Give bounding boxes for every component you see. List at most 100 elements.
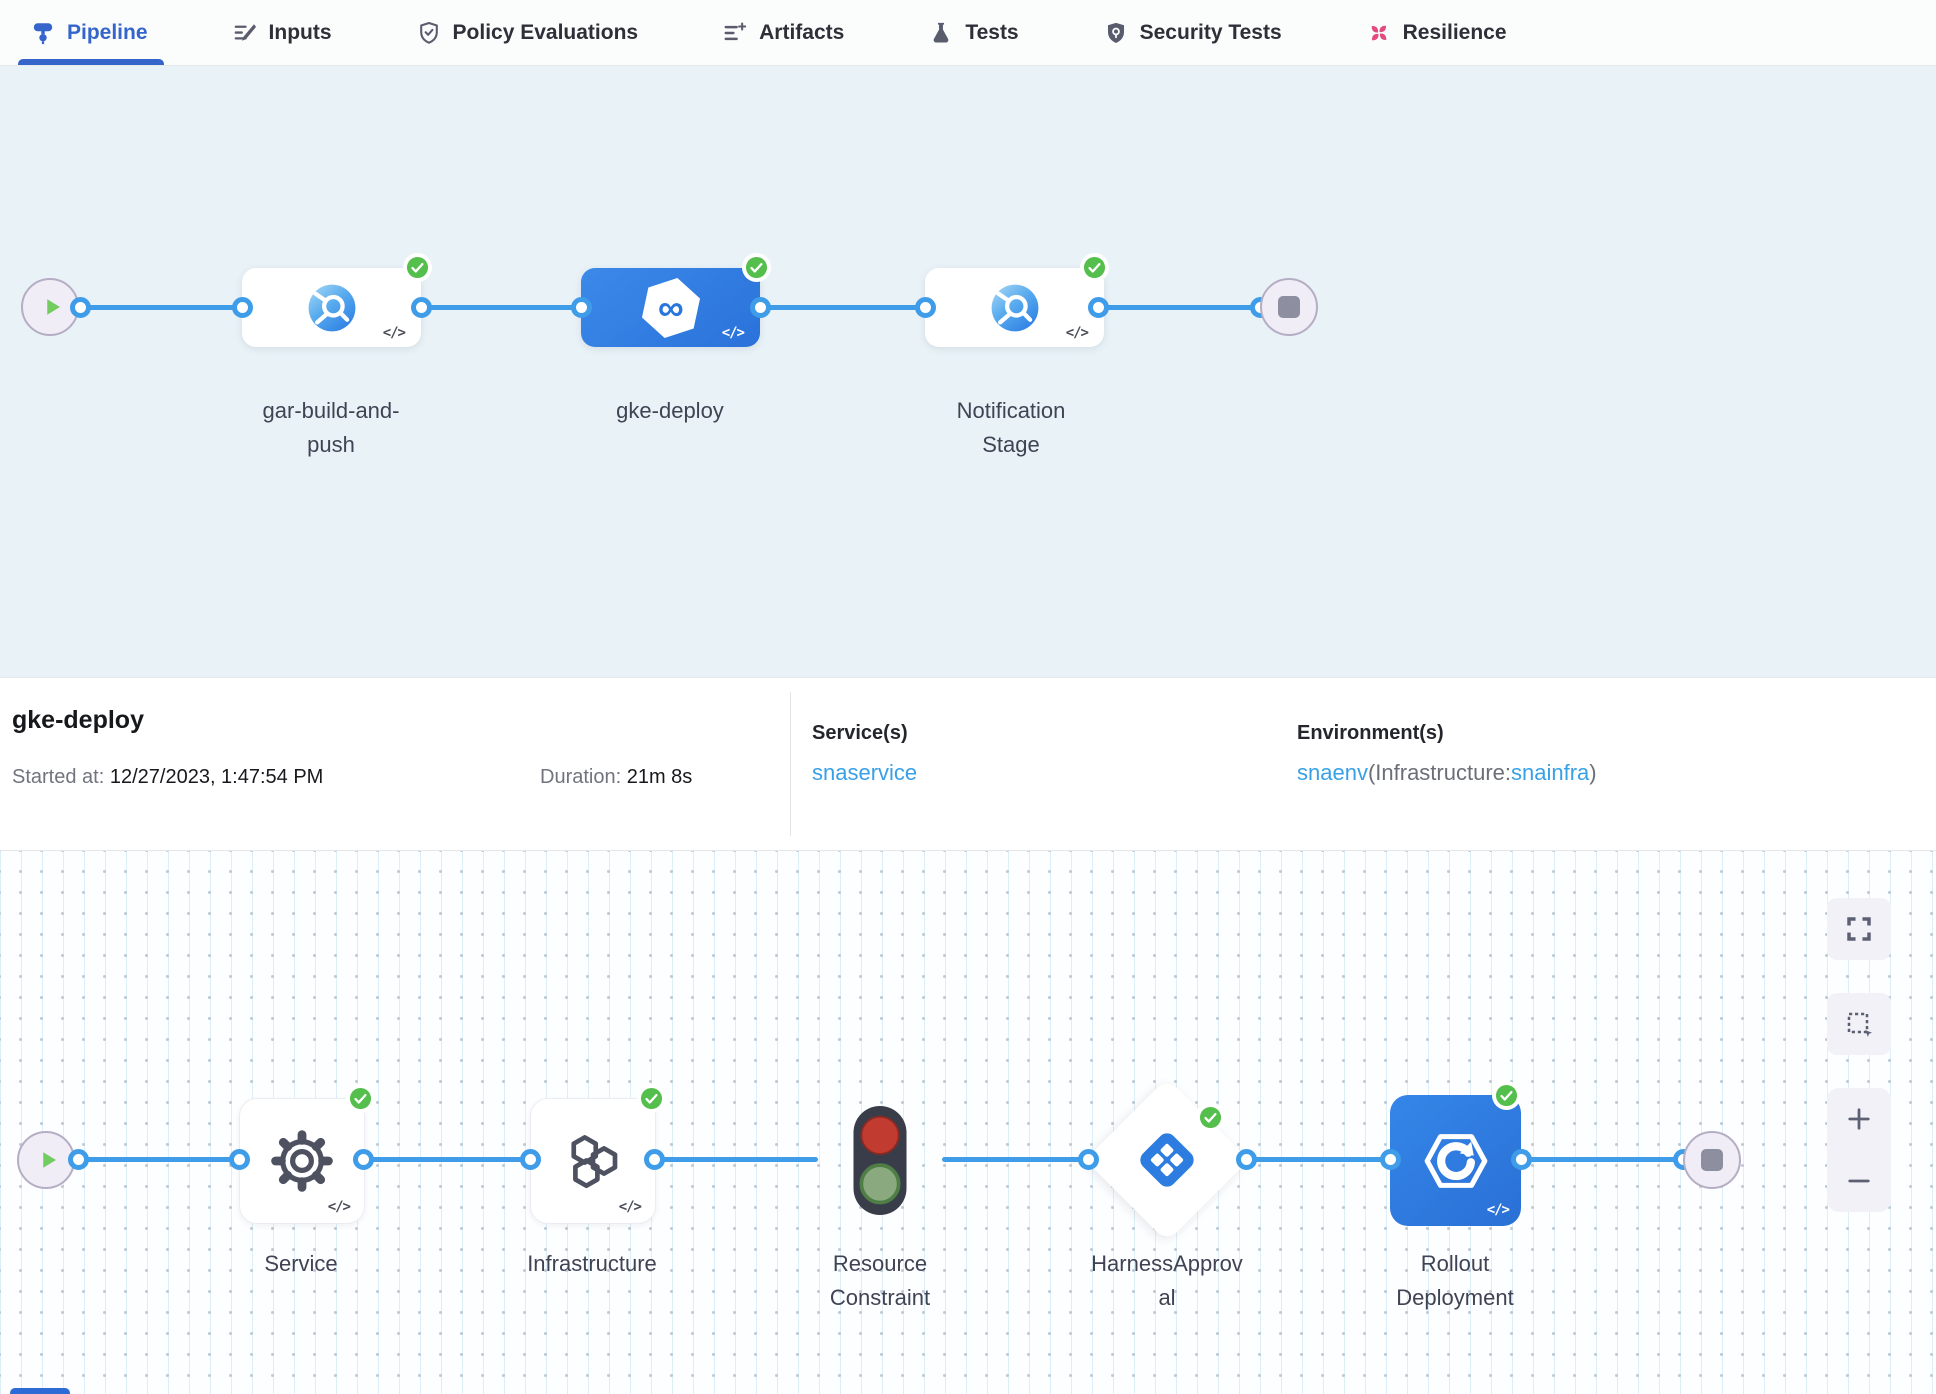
stop-icon: [1701, 1149, 1723, 1171]
play-icon: [33, 1145, 63, 1175]
duration-row: Duration: 21m 8s: [540, 766, 692, 789]
code-icon: </>: [1486, 1202, 1510, 1218]
duration-value: 21m 8s: [626, 766, 693, 788]
zoom-out-icon[interactable]: [1844, 1166, 1874, 1196]
stage-card-gar-build-and-push[interactable]: </>: [242, 268, 421, 347]
fullscreen-button[interactable]: [1827, 898, 1891, 960]
environment-link[interactable]: snaenv: [1297, 760, 1368, 785]
step-card-rollout-deployment[interactable]: </>: [1390, 1095, 1521, 1226]
connector-port: [1078, 1149, 1099, 1170]
step-label[interactable]: HarnessApproval: [1091, 1251, 1243, 1310]
tab-security-tests[interactable]: Security Tests: [1103, 0, 1282, 65]
traffic-light-icon[interactable]: [852, 1104, 908, 1217]
connector-port: [1380, 1149, 1401, 1170]
service-link[interactable]: snaservice: [812, 760, 918, 785]
inputs-pencil-icon: [232, 20, 258, 46]
connector-line: [654, 1157, 818, 1162]
success-check-icon: [346, 1084, 375, 1113]
code-icon: </>: [382, 325, 406, 341]
stop-icon: [1278, 296, 1300, 318]
security-shield-icon: [1103, 20, 1129, 46]
execution-graph-canvas[interactable]: </> </> </> Service Infrastructu: [0, 851, 1936, 1394]
start-node[interactable]: [17, 1131, 75, 1189]
connector-port: [229, 1149, 250, 1170]
connector-port: [571, 297, 592, 318]
hexagons-icon: [560, 1128, 626, 1194]
tab-inputs[interactable]: Inputs: [232, 0, 332, 65]
end-node[interactable]: [1260, 278, 1318, 336]
start-node[interactable]: [21, 278, 79, 336]
stage-label[interactable]: gar-build-and-push: [262, 398, 400, 457]
tab-pipeline[interactable]: Pipeline: [18, 0, 164, 65]
tab-bar: Pipeline Inputs Policy Evaluations Artif…: [0, 0, 1936, 66]
tab-label: Inputs: [268, 20, 332, 44]
marquee-select-icon: [1843, 1008, 1875, 1040]
tab-label: Artifacts: [759, 20, 845, 44]
tab-artifacts[interactable]: Artifacts: [722, 0, 844, 65]
gear-icon: [269, 1128, 335, 1194]
resilience-pinwheel-icon: [1366, 20, 1392, 46]
zoom-in-icon[interactable]: [1844, 1104, 1874, 1134]
fullscreen-icon: [1843, 913, 1875, 945]
code-icon: </>: [327, 1199, 351, 1215]
connector-line: [754, 305, 931, 310]
connector-line: [80, 305, 250, 310]
started-at-row: Started at: 12/27/2023, 1:47:54 PM: [12, 766, 323, 789]
success-check-icon: [1492, 1081, 1521, 1110]
stage-label[interactable]: gke-deploy: [616, 398, 724, 423]
connector-line: [363, 1157, 530, 1162]
tab-tests[interactable]: Tests: [928, 0, 1019, 65]
success-check-icon: [742, 253, 771, 282]
infrastructure-prefix: (Infrastructure:: [1367, 760, 1511, 785]
connector-port: [1088, 297, 1109, 318]
environments-header: Environment(s): [1297, 722, 1444, 744]
tab-label: Pipeline: [67, 20, 148, 44]
vertical-divider: [790, 692, 791, 836]
tab-policy-evaluations[interactable]: Policy Evaluations: [416, 0, 639, 65]
success-check-icon: [637, 1084, 666, 1113]
code-icon: </>: [721, 325, 745, 341]
infrastructure-link[interactable]: snainfra: [1511, 760, 1590, 785]
pipeline-icon: [30, 20, 56, 46]
deploy-hexagon-infinity-icon: ∞: [635, 270, 707, 345]
end-node[interactable]: [1683, 1131, 1741, 1189]
bottom-left-partial-button[interactable]: [10, 1388, 70, 1394]
step-label[interactable]: Resource Constraint: [829, 1251, 931, 1310]
connector-line: [78, 1157, 239, 1162]
connector-port: [915, 297, 936, 318]
step-card-infrastructure[interactable]: </>: [530, 1098, 656, 1224]
tab-label: Policy Evaluations: [452, 20, 639, 44]
step-label[interactable]: Rollout Deployment: [1396, 1251, 1514, 1310]
policy-shield-check-icon: [416, 20, 442, 46]
marquee-select-button[interactable]: [1827, 993, 1891, 1055]
tab-resilience[interactable]: Resilience: [1366, 0, 1507, 65]
approval-diamond-icon: [1132, 1125, 1202, 1195]
stage-card-notification-stage[interactable]: </>: [925, 268, 1104, 347]
services-header: Service(s): [812, 722, 908, 744]
connector-line: [1092, 305, 1266, 310]
connector-line: [1521, 1157, 1683, 1162]
step-label[interactable]: Service: [264, 1251, 338, 1276]
custom-stage-icon: [988, 281, 1042, 335]
success-check-icon: [1196, 1103, 1225, 1132]
step-card-service[interactable]: </>: [239, 1098, 365, 1224]
tab-label: Security Tests: [1139, 20, 1282, 44]
stage-card-gke-deploy[interactable]: ∞ </>: [581, 268, 760, 347]
build-stage-icon: [305, 281, 359, 335]
connector-port: [750, 297, 771, 318]
connector-port: [1511, 1149, 1532, 1170]
step-label[interactable]: Infrastructure: [527, 1251, 657, 1276]
zoom-controls: [1827, 1088, 1891, 1212]
play-icon: [37, 292, 67, 322]
stage-graph-canvas[interactable]: </> ∞ </> </> gar-build-and-push gke-dep…: [0, 66, 1936, 677]
connector-port: [353, 1149, 374, 1170]
connector-port: [68, 1149, 89, 1170]
flask-icon: [928, 20, 954, 46]
success-check-icon: [403, 253, 432, 282]
connector-port: [411, 297, 432, 318]
connector-port: [70, 297, 91, 318]
artifacts-list-plus-icon: [722, 20, 748, 46]
connector-line: [1246, 1157, 1390, 1162]
stage-label[interactable]: Notification Stage: [956, 398, 1066, 457]
